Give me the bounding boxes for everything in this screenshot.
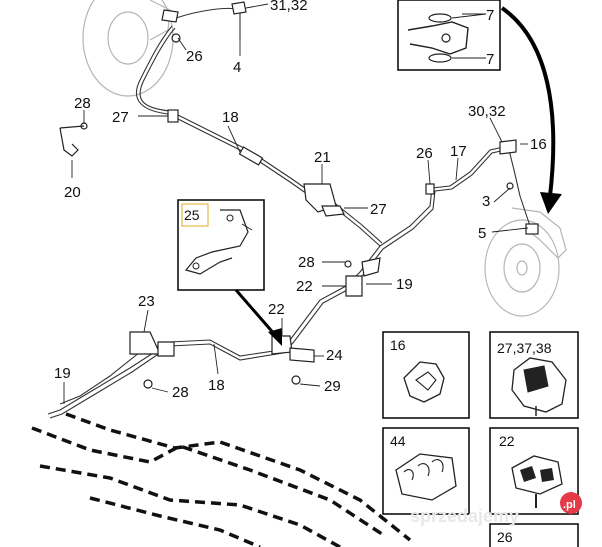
callout-27-left: 27 [112,109,129,126]
callout-7-b: 7 [486,51,494,68]
callout-19-left: 19 [54,365,71,382]
dashed-reference-lines [31,412,412,547]
detail-box-22-label: 22 [499,433,515,449]
inset-box-part-7 [397,0,501,71]
callout-25: 25 [184,207,200,223]
inset-box-part-25 [177,199,265,291]
callout-28-mid: 28 [298,254,315,271]
watermark-text: sprzedajemy [410,506,519,526]
callout-28-left: 28 [74,95,91,112]
detail-box-27-37-38-label: 27,37,38 [497,340,552,356]
callout-3: 3 [482,193,490,210]
bracket-part-20 [59,125,85,157]
callout-31-32: 31,32 [270,0,308,14]
detail-box-16: 16 [382,331,470,419]
callout-30-32: 30,32 [468,103,506,120]
callout-23: 23 [138,293,155,310]
callout-20: 20 [64,184,81,201]
callout-24: 24 [326,347,343,364]
callout-22-mid: 22 [296,278,313,295]
detail-box-44-label: 44 [390,433,406,449]
callout-7-a: 7 [486,7,494,24]
callout-21: 21 [314,149,331,166]
callout-26-right: 26 [416,145,433,162]
detail-box-26-label: 26 [497,529,513,545]
watermark-badge: .pl [563,499,576,511]
callout-5: 5 [478,225,486,242]
callout-29: 29 [324,378,341,395]
watermark: sprzedajemy .pl [410,492,582,526]
brake-disc-top-left [82,0,174,97]
pointer-arrow-curved [500,6,562,214]
callouts: 31,32 26 4 28 27 18 20 21 27 26 17 30,32… [54,0,547,401]
callout-16-right: 16 [530,136,547,153]
callout-28-low: 28 [172,384,189,401]
detail-box-16-label: 16 [390,337,406,353]
callout-22-low: 22 [268,301,285,318]
detail-box-44: 44 [382,427,470,515]
detail-box-22: 22 [489,427,579,515]
callout-19-mid: 19 [396,276,413,293]
detail-box-27-37-38: 27,37,38 [489,331,579,419]
callout-18-low: 18 [208,377,225,394]
callout-4: 4 [233,59,241,76]
callout-26-top: 26 [186,48,203,65]
detail-box-26: 26 [489,523,579,547]
callout-17: 17 [450,143,467,160]
callout-18-top: 18 [222,109,239,126]
pointer-arrow-25 [234,289,282,346]
callout-27-mid: 27 [370,201,387,218]
brake-disc-right [484,207,567,317]
leader-lines [63,3,529,404]
